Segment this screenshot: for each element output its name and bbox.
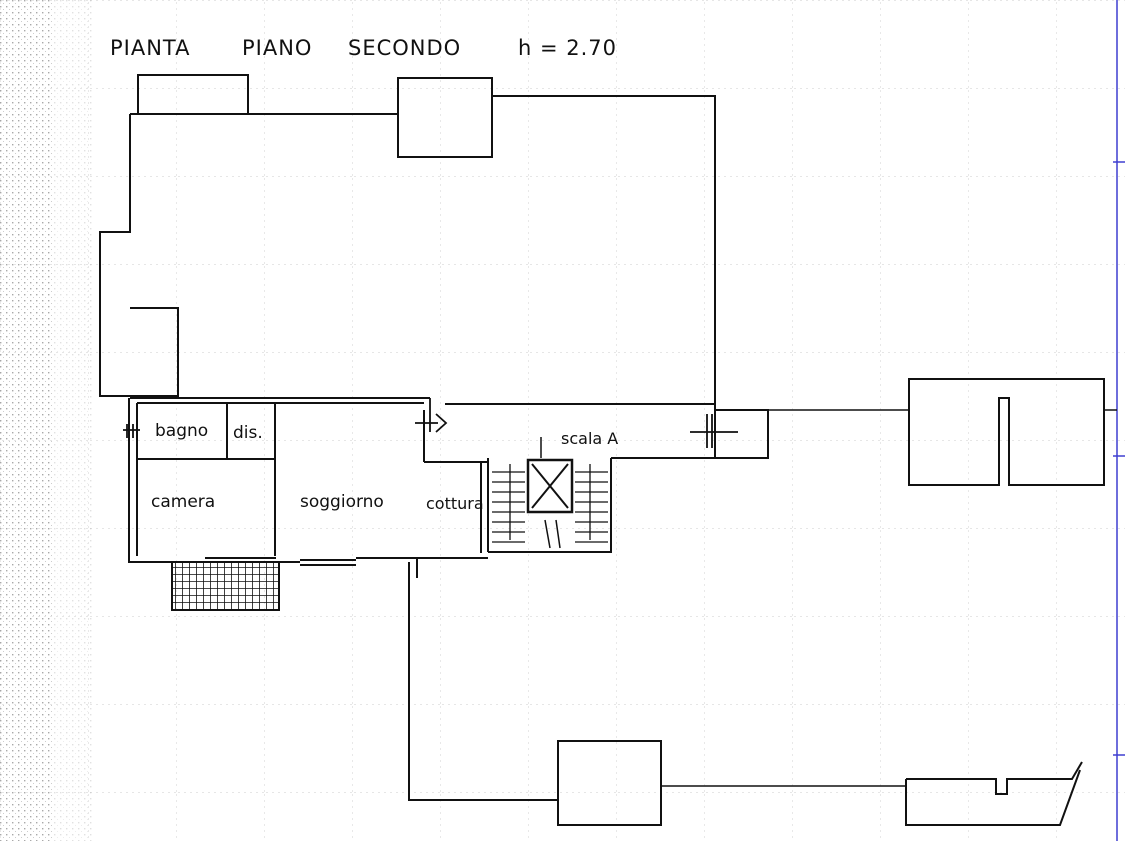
- balcony: [171, 561, 280, 611]
- title-height: h = 2.70: [518, 36, 618, 60]
- room-label-camera: camera: [151, 492, 216, 512]
- title-secondo: SECONDO: [348, 36, 462, 60]
- elevator-shaft: [526, 458, 574, 514]
- scan-noise-left-inner: [52, 0, 92, 841]
- right-annex-upper: [908, 378, 1105, 486]
- stair-well-outline: [488, 458, 612, 553]
- title-pianta: PIANTA: [110, 36, 191, 60]
- stair-steps: [492, 464, 608, 543]
- top-middle-annex: [397, 77, 493, 158]
- stair-landing-box: [714, 409, 769, 459]
- door-marker-left: [123, 424, 140, 438]
- elevator-cross: [531, 463, 569, 509]
- title-piano: PIANO: [242, 36, 313, 60]
- right-margin-line: [1113, 0, 1125, 841]
- room-label-scala: scala A: [561, 429, 619, 448]
- room-label-cottura: cottura: [426, 494, 484, 513]
- window-bottom: [205, 557, 356, 566]
- apartment-inner-walls: [136, 402, 489, 556]
- lower-middle-annex: [557, 740, 662, 826]
- room-label-dis: dis.: [233, 423, 263, 443]
- stair-arrow: [540, 437, 561, 549]
- scan-noise-left: [0, 0, 52, 841]
- door-marker-cottura: [415, 398, 448, 433]
- room-label-soggiorno: soggiorno: [300, 492, 384, 512]
- top-left-annex: [137, 74, 249, 115]
- room-label-bagno: bagno: [155, 421, 209, 441]
- lower-connector-left: [408, 562, 558, 801]
- lower-right-annex: [905, 761, 1083, 826]
